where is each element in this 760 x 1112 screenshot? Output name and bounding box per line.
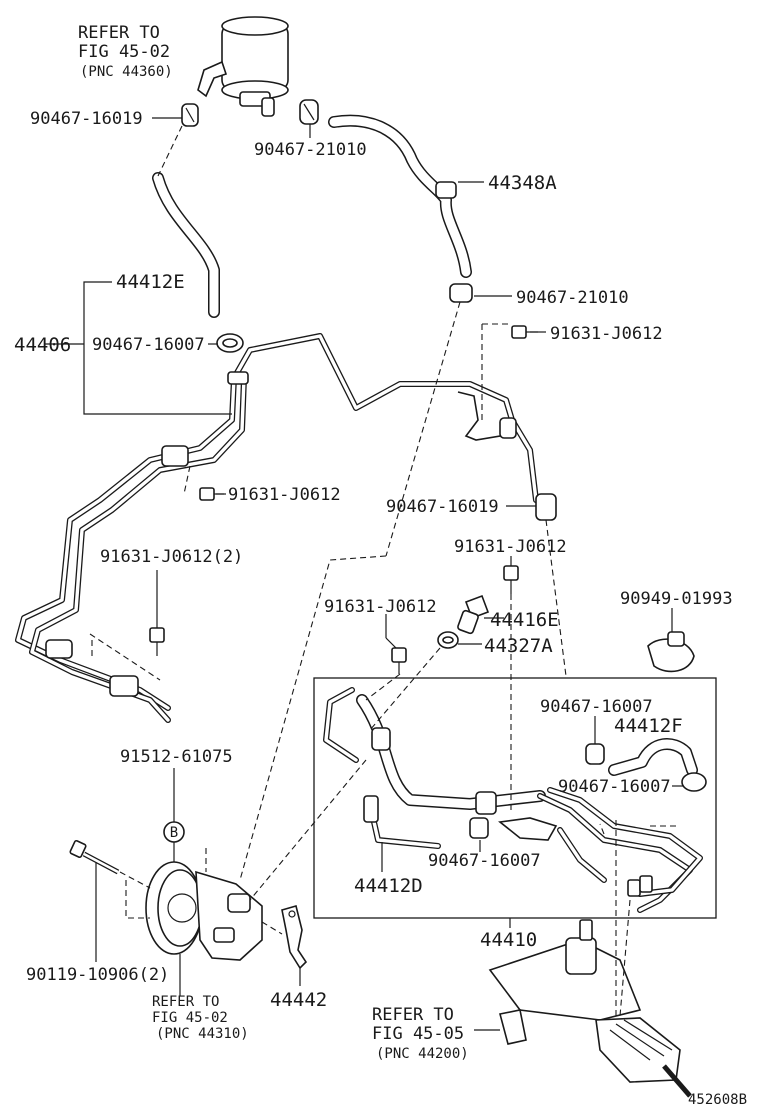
dashed-alignment-lines: [89, 125, 680, 1017]
hose-44412f: [585, 738, 707, 792]
figure-id: 452608B: [688, 1092, 747, 1108]
refer-gear-line2: FIG 45-05: [372, 1024, 464, 1044]
label-44410: 44410: [480, 929, 537, 951]
refer-reservoir-line3: (PNC 44360): [80, 64, 173, 80]
part-labels: REFER TO FIG 45-02 (PNC 44360) 90467-160…: [14, 23, 747, 1108]
refer-reservoir-line2: FIG 45-02: [78, 42, 170, 62]
hose-44412e: [152, 172, 220, 318]
bolt-91631-j0612-2: [149, 627, 165, 656]
bracket-44442: [281, 905, 308, 970]
label-44442: 44442: [270, 989, 327, 1011]
label-44412e: 44412E: [116, 271, 185, 293]
label-44327a: 44327A: [484, 635, 553, 657]
refer-reservoir-line1: REFER TO: [78, 23, 160, 43]
label-90467-16007-inset-right: 90467-16007: [558, 777, 671, 797]
refer-pump-line3: (PNC 44310): [156, 1026, 249, 1042]
label-44412d: 44412D: [354, 875, 423, 897]
power-steering-pump: [145, 861, 263, 961]
leader-lines: [44, 117, 684, 1031]
label-91631-j0612-2: 91631-J0612(2): [100, 547, 243, 567]
refer-gear-line1: REFER TO: [372, 1005, 454, 1025]
label-44412f: 44412F: [614, 715, 683, 737]
label-90467-21010-top: 90467-21010: [254, 140, 367, 160]
label-90467-16007-inset-top: 90467-16007: [540, 697, 653, 717]
refer-gear-line3: (PNC 44200): [376, 1046, 469, 1062]
refer-pump-line2: FIG 45-02: [152, 1010, 228, 1026]
label-90467-16007-inset-bottom: 90467-16007: [428, 851, 541, 871]
label-44416e: 44416E: [490, 609, 559, 631]
label-91631-j0612-right: 91631-J0612: [550, 324, 663, 344]
bolt-90119-10906: [69, 839, 120, 875]
refer-pump-line1: REFER TO: [152, 994, 219, 1010]
clamp-90467-21010-mid: [449, 283, 473, 303]
label-91631-j0612-inset: 91631-J0612: [324, 597, 437, 617]
gasket-44327a: [437, 631, 459, 649]
clamp-90467-16019-top: [181, 103, 199, 127]
label-90949-01993: 90949-01993: [620, 589, 733, 609]
label-90467-21010-mid: 90467-21010: [516, 288, 629, 308]
steering-gear-assembly: [488, 919, 692, 1098]
callout-b-letter: B: [170, 825, 178, 841]
label-91631-j0612-mid: 91631-J0612: [228, 485, 341, 505]
hose-44348a: [328, 114, 472, 278]
label-90119-10906-2: 90119-10906(2): [26, 965, 169, 985]
reservoir-tank: [197, 16, 289, 117]
label-44348a: 44348A: [488, 172, 557, 194]
bolt-91631-j0612-inset: [391, 647, 407, 674]
clamp-90467-21010-top: [299, 99, 319, 125]
union-bolt-44416e: [457, 594, 490, 635]
clamp-90467-16007-left: [216, 333, 244, 353]
callout-b: B: [163, 821, 185, 843]
label-90467-16019-mid: 90467-16019: [386, 497, 499, 517]
label-91512-61075: 91512-61075: [120, 747, 233, 767]
tube-set-44410-box: [313, 677, 717, 919]
bolt-91631-j0612-center: [503, 565, 519, 594]
label-91631-j0612-center: 91631-J0612: [454, 537, 567, 557]
label-90467-16007-left: 90467-16007: [92, 335, 205, 355]
clamp-90949-01993: [647, 631, 695, 673]
tube-assembly-44406: [15, 333, 539, 723]
clamp-90467-16019-mid: [535, 493, 557, 521]
label-90467-16019-top: 90467-16019: [30, 109, 143, 129]
label-44406: 44406: [14, 334, 71, 356]
